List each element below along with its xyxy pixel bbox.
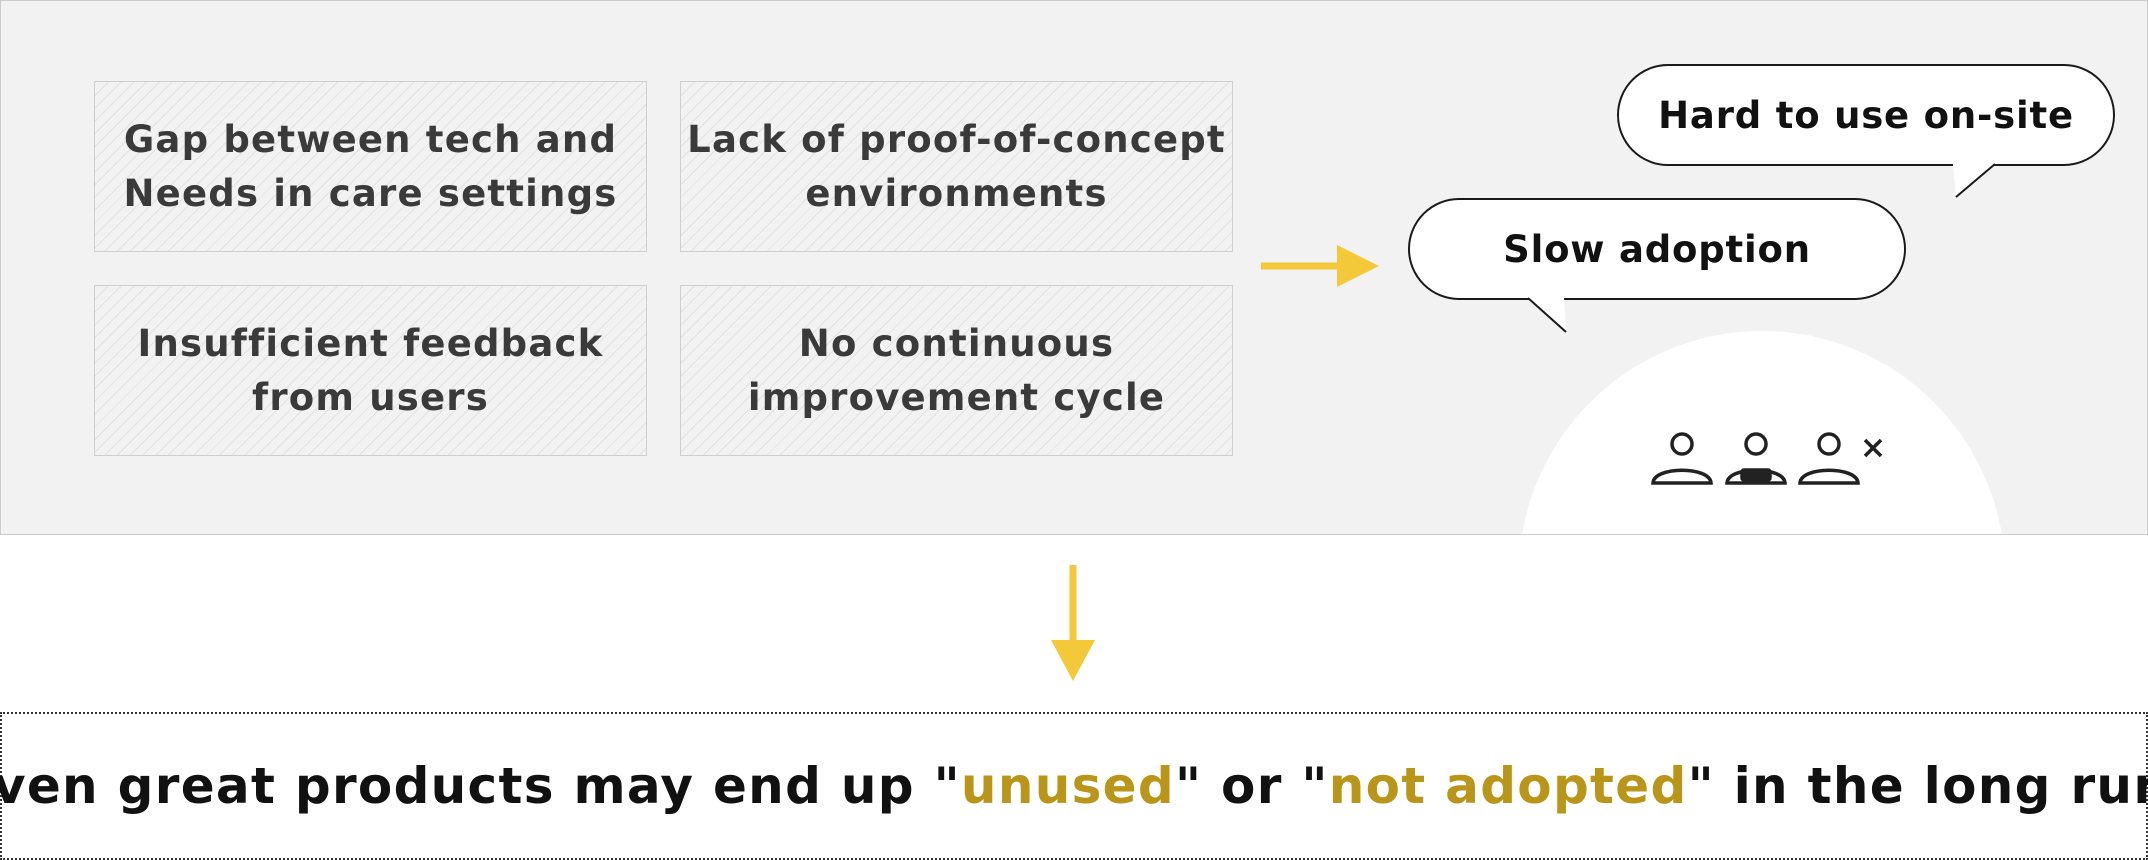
person-icon [1651, 432, 1713, 485]
down-arrow-icon [1051, 565, 1095, 681]
conclusion-text-part1: Even great products may end up " [0, 757, 961, 815]
problem-box-poc-lack: Lack of proof-of-concept environments [680, 81, 1233, 252]
bubble-tail-hard-to-use [1953, 163, 1996, 198]
bubble-tail-slow-adoption [1527, 297, 1567, 333]
conclusion-highlight-not-adopted: not adopted [1328, 757, 1688, 815]
conclusion-statement: Even great products may end up "unused" … [0, 712, 2148, 860]
problem-panel: Gap between tech and Needs in care setti… [0, 0, 2148, 535]
problem-box-improvement: No continuous improvement cycle [680, 285, 1233, 456]
conclusion-text-part2: " or " [1174, 757, 1329, 815]
conclusion-highlight-unused: unused [960, 757, 1175, 815]
caregiver-icon [1725, 432, 1787, 485]
users-icon-group [1651, 432, 1883, 485]
bubble-slow-adoption: Slow adoption [1408, 198, 1906, 300]
conclusion-text-part3: " in the long run. [1687, 757, 2148, 815]
right-arrow-icon [1261, 245, 1379, 287]
problem-box-feedback: Insufficient feedback from users [94, 285, 647, 456]
bubble-hard-to-use: Hard to use on-site [1617, 64, 2115, 166]
problem-box-tech-gap: Gap between tech and Needs in care setti… [94, 81, 647, 252]
person-rejected-icon [1798, 432, 1883, 485]
